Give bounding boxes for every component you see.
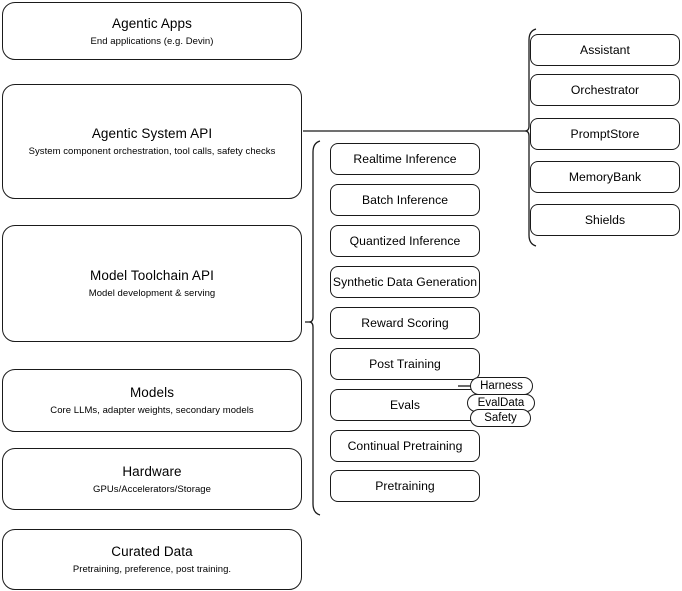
chip-assistant[interactable]: Assistant [530, 34, 680, 66]
layer-card-hardware[interactable]: Hardware GPUs/Accelerators/Storage [2, 448, 302, 510]
pill-safety[interactable]: Safety [470, 409, 531, 427]
pill-evaldata[interactable]: EvalData [467, 394, 535, 412]
chip-evals[interactable]: Evals [330, 389, 480, 421]
chip-quantized-inference[interactable]: Quantized Inference [330, 225, 480, 257]
chip-label: Realtime Inference [353, 152, 457, 166]
chip-label: Pretraining [375, 479, 435, 493]
pill-label: Harness [480, 380, 523, 392]
layer-subtitle: End applications (e.g. Devin) [90, 35, 214, 47]
pill-label: Safety [484, 412, 517, 424]
chip-label: Assistant [580, 43, 630, 57]
chip-realtime-inference[interactable]: Realtime Inference [330, 143, 480, 175]
chip-promptstore[interactable]: PromptStore [530, 118, 680, 150]
chip-label: Quantized Inference [349, 234, 461, 248]
chip-label: MemoryBank [568, 170, 642, 184]
chip-memorybank[interactable]: MemoryBank [530, 161, 680, 193]
layer-card-models[interactable]: Models Core LLMs, adapter weights, secon… [2, 369, 302, 432]
layer-title: Agentic System API [91, 126, 213, 141]
chip-post-training[interactable]: Post Training [330, 348, 480, 380]
pill-harness[interactable]: Harness [470, 377, 533, 395]
chip-label: Continual Pretraining [347, 439, 463, 453]
layer-subtitle: Pretraining, preference, post training. [72, 564, 232, 575]
chip-label: Reward Scoring [361, 316, 449, 330]
chip-label: Orchestrator [570, 83, 640, 97]
chip-label: Synthetic Data Generation [332, 275, 478, 289]
layer-title: Hardware [122, 463, 182, 479]
chip-label: Post Training [369, 357, 441, 371]
layer-title: Model Toolchain API [90, 268, 214, 283]
chip-pretraining[interactable]: Pretraining [330, 470, 480, 502]
pill-label: EvalData [477, 397, 525, 409]
chip-synthetic-data-generation[interactable]: Synthetic Data Generation [330, 266, 480, 298]
chip-label: Batch Inference [361, 193, 449, 207]
chip-shields[interactable]: Shields [530, 204, 680, 236]
layer-subtitle: Model development & serving [88, 288, 216, 299]
chip-batch-inference[interactable]: Batch Inference [330, 184, 480, 216]
layer-card-curated-data[interactable]: Curated Data Pretraining, preference, po… [2, 529, 302, 590]
layer-card-agentic-apps[interactable]: Agentic Apps End applications (e.g. Devi… [2, 2, 302, 60]
layer-subtitle: Core LLMs, adapter weights, secondary mo… [50, 405, 254, 416]
chip-continual-pretraining[interactable]: Continual Pretraining [330, 430, 480, 462]
brace-toolchain-components [305, 140, 321, 516]
layer-card-model-toolchain-api[interactable]: Model Toolchain API Model development & … [2, 225, 302, 342]
layer-subtitle: GPUs/Accelerators/Storage [93, 483, 211, 495]
chip-orchestrator[interactable]: Orchestrator [530, 74, 680, 106]
chip-label: Shields [584, 213, 626, 227]
layer-title: Agentic Apps [111, 15, 192, 31]
layer-title: Models [129, 385, 175, 400]
layer-subtitle: System component orchestration, tool cal… [28, 146, 276, 157]
layer-card-agentic-system-api[interactable]: Agentic System API System component orch… [2, 84, 302, 199]
chip-label: PromptStore [570, 127, 640, 141]
layer-title: Curated Data [111, 544, 193, 559]
chip-reward-scoring[interactable]: Reward Scoring [330, 307, 480, 339]
chip-label: Evals [389, 398, 421, 412]
